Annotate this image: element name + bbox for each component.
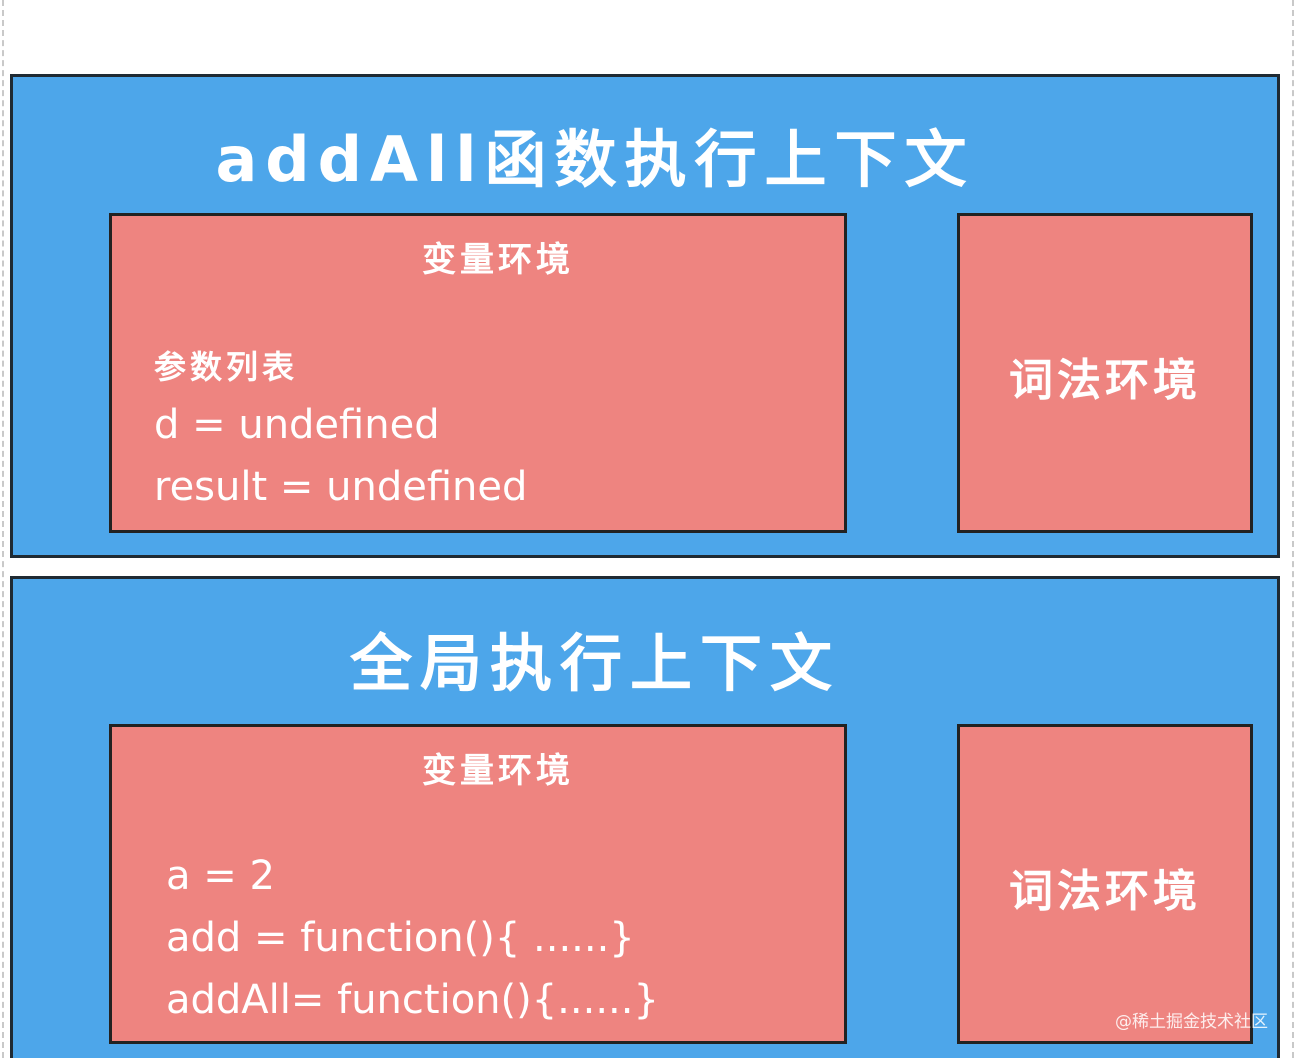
- variable-entry: d = undefined: [154, 402, 440, 448]
- function-lexical-env-title: 词法环境: [1009, 355, 1201, 406]
- function-variable-env-title: 变量环境: [422, 240, 574, 280]
- left-dashed-edge: [2, 0, 4, 1058]
- global-variable-env-title: 变量环境: [422, 751, 574, 791]
- function-variable-env-lines: 参数列表 d = undefined result = undefined: [154, 340, 824, 518]
- function-context-title: addAll函数执行上下文: [215, 123, 975, 196]
- parameter-list-label: 参数列表: [154, 348, 299, 386]
- function-execution-context: addAll函数执行上下文 变量环境 参数列表 d = undefined re…: [10, 74, 1280, 558]
- global-variable-environment: 变量环境 a = 2 add = function(){ ......} add…: [109, 724, 847, 1044]
- watermark: @稀土掘金技术社区: [1115, 1012, 1268, 1032]
- variable-entry: a = 2: [166, 853, 275, 899]
- global-variable-env-lines: a = 2 add = function(){ ......} addAll= …: [166, 845, 824, 1031]
- global-execution-context: 全局执行上下文 变量环境 a = 2 add = function(){ ...…: [10, 576, 1280, 1058]
- variable-entry: addAll= function(){......}: [166, 977, 659, 1023]
- global-lexical-environment: 词法环境: [957, 724, 1253, 1044]
- variable-entry: result = undefined: [154, 464, 528, 510]
- function-lexical-environment: 词法环境: [957, 213, 1253, 533]
- variable-entry: add = function(){ ......}: [166, 915, 635, 961]
- right-dashed-edge: [1292, 0, 1294, 1058]
- global-context-title: 全局执行上下文: [349, 627, 840, 700]
- global-lexical-env-title: 词法环境: [1009, 866, 1201, 917]
- function-variable-environment: 变量环境 参数列表 d = undefined result = undefin…: [109, 213, 847, 533]
